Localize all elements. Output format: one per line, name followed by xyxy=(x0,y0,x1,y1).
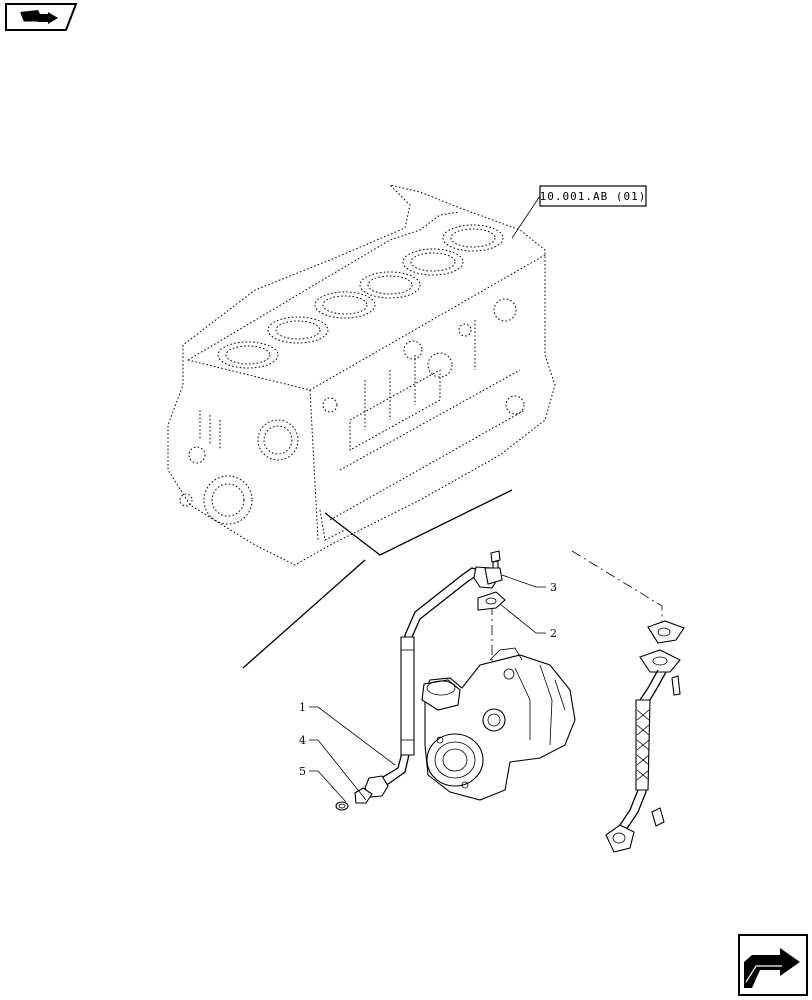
oil-drain-pipe xyxy=(605,620,685,853)
callout-3: 3 xyxy=(550,581,557,594)
oil-feed-pipe xyxy=(364,566,499,798)
bolt-part xyxy=(484,550,503,585)
reference-label: 10.001.AB (01) xyxy=(540,190,647,203)
union-fitting-part xyxy=(354,787,373,804)
callout-4: 4 xyxy=(299,734,306,747)
turbocharger xyxy=(421,647,576,801)
assembly-guides xyxy=(242,489,663,669)
callout-leaders xyxy=(309,574,546,803)
callout-2: 2 xyxy=(550,627,557,640)
reference-box[interactable]: 10.001.AB (01) xyxy=(539,185,647,207)
reference-leader xyxy=(511,195,541,239)
callout-5: 5 xyxy=(299,765,306,778)
gasket-part xyxy=(477,591,506,611)
sealing-washer-part xyxy=(335,801,349,811)
callout-1: 1 xyxy=(299,701,306,714)
book-arrow-icon[interactable] xyxy=(5,3,78,31)
next-page-arrow-icon[interactable] xyxy=(738,934,808,996)
engine-block xyxy=(167,184,556,566)
